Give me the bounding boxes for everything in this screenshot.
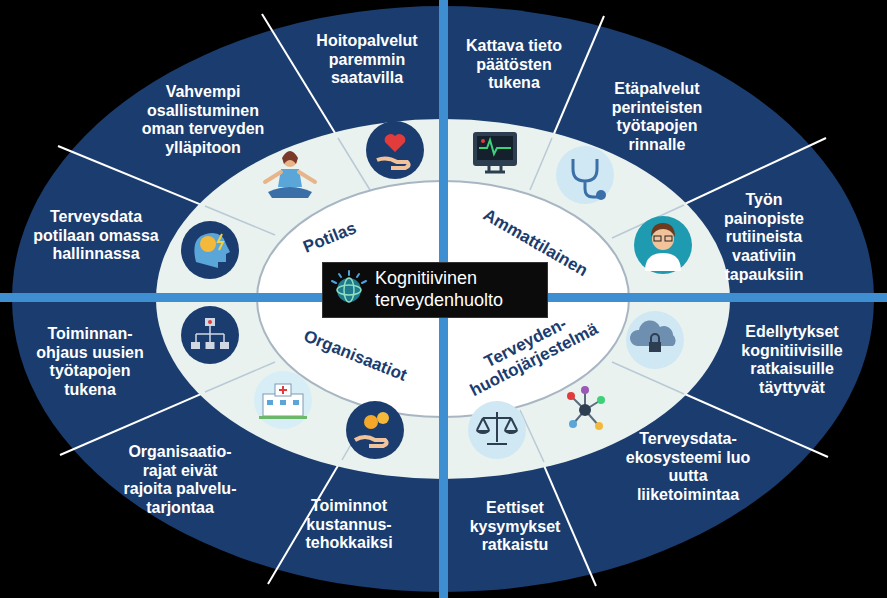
wedge-segment: Terveysdata- ekosysteemi luo uutta liike…	[619, 430, 757, 505]
segment-text: Toiminnot kustannus- tehokkaiksi	[295, 497, 403, 553]
wedge-segment: Hoitopalvelut paremmin saatavilla	[306, 32, 428, 88]
segment-text: Hoitopalvelut paremmin saatavilla	[306, 32, 428, 88]
wedge-segment: Eettiset kysymykset ratkaistu	[463, 499, 567, 555]
globe-icon	[329, 270, 369, 310]
segment-text: Organisaatio- rajat eivät rajoita palvel…	[121, 443, 239, 518]
segment-text: Edellytykset kognitiivisille ratkaisuill…	[727, 323, 857, 398]
segment-text: Kattava tieto päätösten tukena	[464, 37, 564, 93]
segment-text: Eettiset kysymykset ratkaistu	[463, 499, 567, 555]
wedge-segment: Työn painopiste rutiineista vaativiin ta…	[714, 191, 814, 285]
segment-text: Etäpalvelut perinteisten työtapojen rinn…	[602, 80, 712, 155]
wedge-segment: Terveysdata potilaan omassa hallinnassa	[29, 208, 163, 264]
segment-text: Terveysdata- ekosysteemi luo uutta liike…	[619, 430, 757, 505]
wedge-segment: Organisaatio- rajat eivät rajoita palvel…	[121, 443, 239, 518]
segment-text: Vahvempi osallistuminen oman terveyden y…	[134, 83, 272, 158]
wedge-segment: Vahvempi osallistuminen oman terveyden y…	[134, 83, 272, 158]
wedge-segment: Edellytykset kognitiivisille ratkaisuill…	[727, 323, 857, 398]
center-title: Kognitiivinen terveydenhuolto	[375, 268, 539, 311]
segment-text: Työn painopiste rutiineista vaativiin ta…	[714, 191, 814, 285]
center-box: Kognitiivinen terveydenhuolto	[322, 262, 548, 318]
wedge-segment: Toiminnot kustannus- tehokkaiksi	[295, 497, 403, 553]
segment-text: Terveysdata potilaan omassa hallinnassa	[29, 208, 163, 264]
wedge-segment: Toiminnan- ohjaus uusien työtapojen tuke…	[29, 325, 151, 400]
segment-text: Toiminnan- ohjaus uusien työtapojen tuke…	[29, 325, 151, 400]
wedge-segment: Kattava tieto päätösten tukena	[464, 37, 564, 93]
wedge-segment: Etäpalvelut perinteisten työtapojen rinn…	[602, 80, 712, 155]
